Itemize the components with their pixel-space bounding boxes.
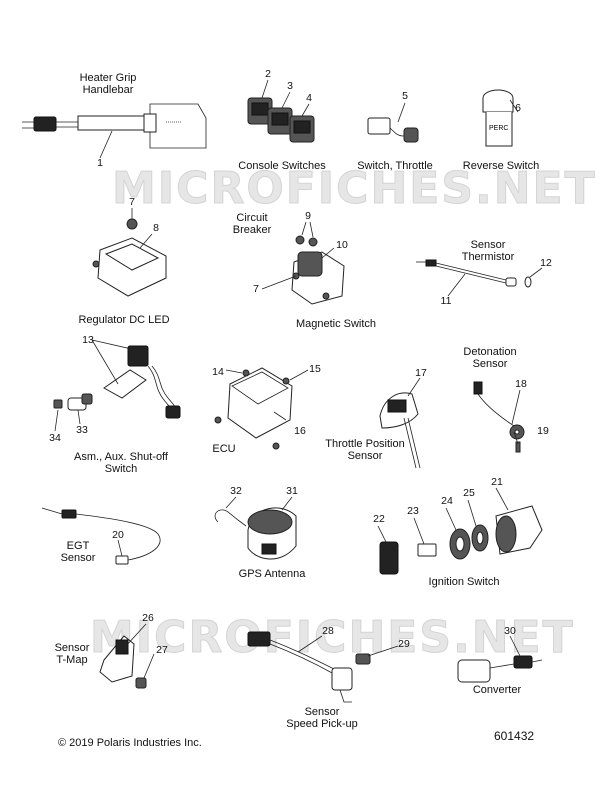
callout-23: 23 (407, 505, 419, 517)
label-console-switches: Console Switches (238, 160, 326, 172)
callout-27: 27 (156, 644, 168, 656)
watermark-top: MICROFICHES.NET (112, 163, 597, 214)
label-ignition-switch: Ignition Switch (428, 576, 500, 588)
callout-4: 4 (306, 92, 312, 104)
ecu-part (214, 367, 309, 450)
callout-32: 32 (230, 485, 242, 497)
gps-antenna-part (214, 496, 297, 560)
reverse-switch-part: PERC (482, 89, 519, 147)
console-switches-part (247, 79, 315, 143)
throttle-switch-part (367, 102, 419, 143)
callout-28: 28 (322, 625, 334, 637)
callout-30: 30 (504, 625, 516, 637)
regulator-part (92, 208, 167, 297)
heater-grip-part (22, 103, 207, 159)
label-shutoff-switch: Asm., Aux. Shut-off Switch (74, 451, 168, 475)
callout-21: 21 (491, 476, 503, 488)
label-sensor-tmap: Sensor T-Map (54, 642, 90, 666)
callout-9: 9 (305, 210, 311, 222)
speed-pickup-part (247, 631, 399, 703)
callout-15: 15 (309, 363, 321, 375)
callout-29: 29 (398, 638, 410, 650)
label-converter: Converter (472, 684, 522, 696)
label-gps-antenna: GPS Antenna (238, 568, 306, 580)
label-switch-throttle: Switch, Throttle (357, 160, 433, 172)
callout-11: 11 (440, 295, 452, 307)
magnetic-switch-part (261, 221, 345, 305)
label-heater-grip: Heater Grip Handlebar (79, 72, 137, 96)
diagram-number: 601432 (494, 729, 535, 743)
callout-7-magnetic: 7 (253, 283, 259, 295)
callout-31: 31 (286, 485, 298, 497)
label-sensor-thermistor: Sensor Thermistor (461, 239, 515, 263)
label-ecu: ECU (212, 443, 236, 455)
label-regulator: Regulator DC LED (78, 314, 170, 326)
ignition-switch-part (377, 487, 543, 575)
sensor-thermistor-part (416, 259, 543, 297)
label-magnetic-switch: Magnetic Switch (295, 318, 377, 330)
callout-14: 14 (212, 366, 224, 378)
label-detonation-sensor: Detonation Sensor (463, 346, 517, 370)
converter-part (457, 635, 543, 683)
callout-6: 6 (515, 102, 521, 114)
callout-5: 5 (402, 90, 408, 102)
callout-7-top: 7 (129, 196, 135, 208)
callout-17: 17 (415, 367, 427, 379)
callout-20: 20 (112, 529, 124, 541)
detonation-sensor-part (473, 381, 525, 453)
label-circuit-breaker: Circuit Breaker (232, 212, 272, 236)
label-speed-pickup: Sensor Speed Pick-up (286, 706, 358, 730)
callout-25: 25 (463, 487, 475, 499)
label-throttle-position: Throttle Position Sensor (325, 438, 405, 462)
callout-10: 10 (336, 239, 348, 251)
reverse-switch-marking: PERC (489, 125, 508, 132)
callout-12: 12 (540, 257, 552, 269)
callout-33: 33 (76, 424, 88, 436)
copyright-text: © 2019 Polaris Industries Inc. (58, 737, 202, 749)
sensor-tmap-part (99, 623, 155, 689)
throttle-position-sensor-part (379, 377, 421, 469)
callout-22: 22 (373, 513, 385, 525)
watermark-bottom: MICROFICHES.NET (90, 612, 575, 663)
callout-26: 26 (142, 612, 154, 624)
label-reverse-switch: Reverse Switch (462, 160, 540, 172)
callout-2: 2 (265, 68, 271, 80)
callout-8: 8 (153, 222, 159, 234)
callout-3: 3 (287, 80, 293, 92)
callout-19: 19 (537, 425, 549, 437)
callout-34: 34 (49, 432, 61, 444)
label-egt-sensor: EGT Sensor (60, 540, 96, 564)
callout-13: 13 (82, 334, 94, 346)
callout-18: 18 (515, 378, 527, 390)
callout-24: 24 (441, 495, 453, 507)
shutoff-switch-part (53, 339, 181, 432)
callout-16: 16 (294, 425, 306, 437)
callout-1: 1 (97, 157, 103, 169)
egt-sensor-part (41, 507, 161, 565)
